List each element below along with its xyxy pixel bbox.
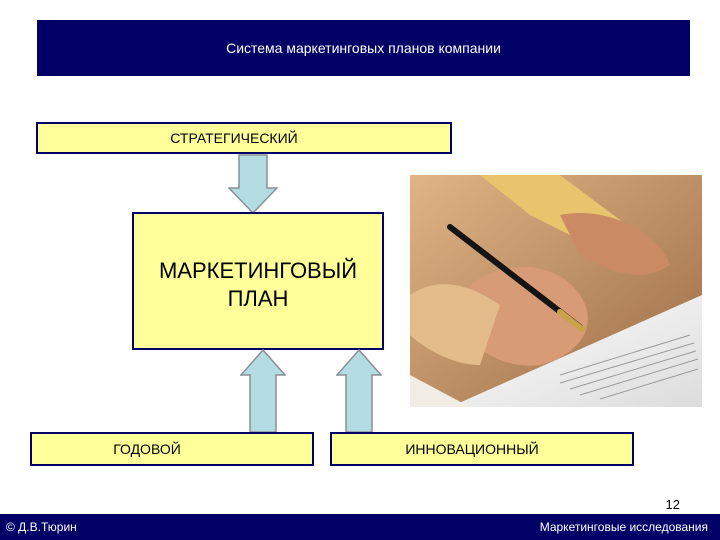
page-number: 12 — [665, 497, 680, 512]
slide-title: Система маркетинговых планов компании — [226, 40, 501, 56]
slide-title-bar: Система маркетинговых планов компании — [37, 20, 690, 76]
signing-document-photo — [410, 175, 702, 407]
footer-author: © Д.В.Тюрин — [6, 520, 77, 534]
footer-course-title: Маркетинговые исследования — [539, 520, 708, 534]
arrow-up-icon — [240, 349, 286, 433]
marketing-plan-label-line2: ПЛАН — [227, 286, 289, 311]
annual-plan-label: ГОДОВОЙ — [113, 441, 181, 457]
innovative-plan-label: ИННОВАЦИОННЫЙ — [405, 441, 539, 457]
footer-bar: © Д.В.Тюрин Маркетинговые исследования — [0, 514, 720, 540]
annual-plan-box: ГОДОВОЙ — [30, 432, 314, 466]
arrow-down-icon — [228, 154, 278, 214]
innovative-plan-box: ИННОВАЦИОННЫЙ — [330, 432, 634, 466]
strategic-plan-box: СТРАТЕГИЧЕСКИЙ — [36, 122, 452, 154]
marketing-plan-box: МАРКЕТИНГОВЫЙ ПЛАН — [132, 212, 384, 350]
strategic-plan-label: СТРАТЕГИЧЕСКИЙ — [170, 130, 298, 146]
arrow-up-icon — [336, 349, 382, 433]
marketing-plan-label-line1: МАРКЕТИНГОВЫЙ — [158, 258, 358, 283]
